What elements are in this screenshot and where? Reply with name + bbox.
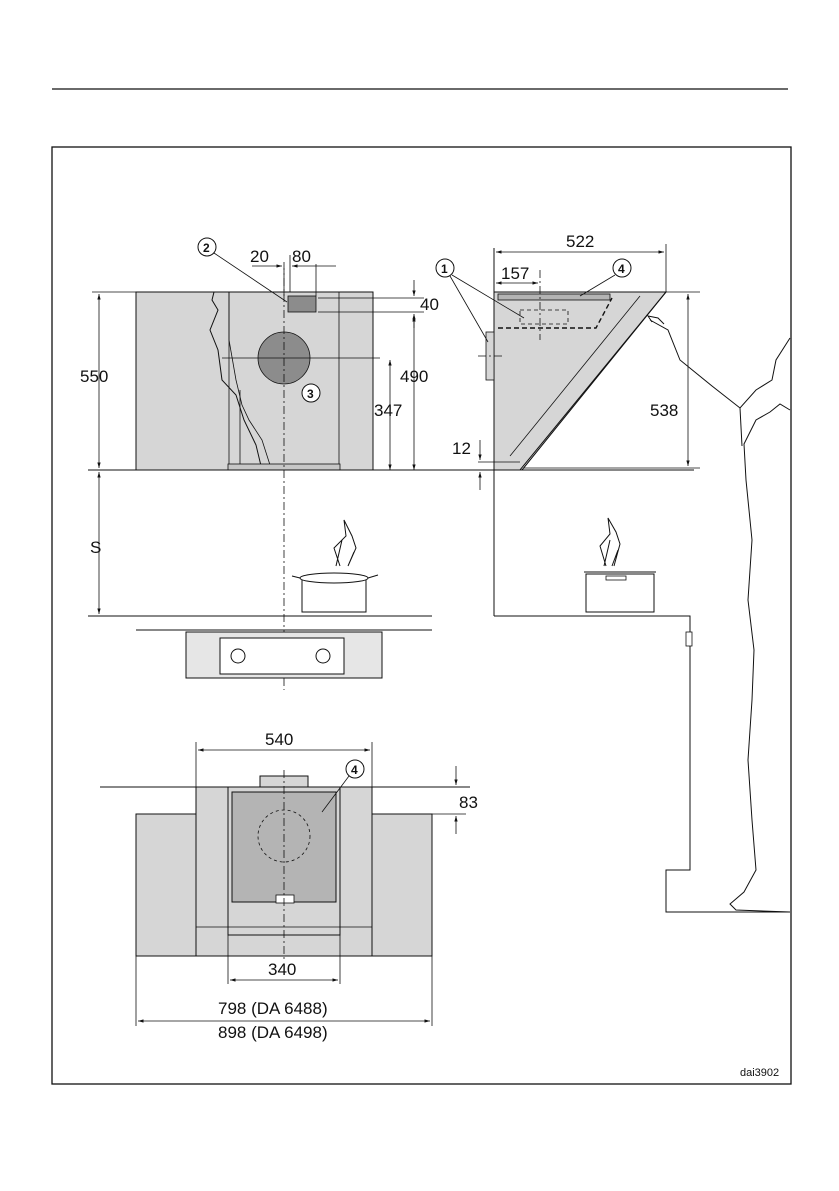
dim-20: 20 <box>250 247 269 266</box>
front-view: 20 80 40 490 347 550 S <box>80 237 694 690</box>
dim-490: 490 <box>400 367 428 386</box>
burner-icon <box>230 648 246 664</box>
dim-550: 550 <box>80 367 108 386</box>
callout-4 <box>612 258 632 278</box>
svg-text:3: 3 <box>307 387 314 401</box>
svg-text:2: 2 <box>203 241 210 255</box>
svg-text:4: 4 <box>351 763 358 777</box>
svg-text:4: 4 <box>618 262 625 276</box>
callout-2 <box>197 237 217 257</box>
svg-text:1: 1 <box>441 262 448 276</box>
outlet-port <box>287 295 317 313</box>
figure-code: dai3902 <box>740 1067 779 1079</box>
callout-4-bottom <box>345 759 365 779</box>
person-silhouette <box>646 315 791 913</box>
counter-outline <box>494 615 790 913</box>
dim-538: 538 <box>650 401 678 420</box>
pot-icon <box>584 517 656 613</box>
pot-icon <box>291 519 379 613</box>
dim-83: 83 <box>459 793 478 812</box>
dim-340: 340 <box>268 960 296 979</box>
dim-157: 157 <box>501 264 529 283</box>
bottom-view: 540 83 340 798 (DA 6488) 898 (DA 6498) 4 <box>100 730 478 1042</box>
figure-frame <box>51 146 792 1085</box>
burner-icon <box>315 648 331 664</box>
side-view: 522 157 538 12 1 4 <box>435 232 791 913</box>
filter-top <box>497 293 611 301</box>
dim-522: 522 <box>566 232 594 251</box>
dim-347: 347 <box>374 401 402 420</box>
dim-798: 798 (DA 6488) <box>218 999 328 1018</box>
dim-898: 898 (DA 6498) <box>218 1023 328 1042</box>
dim-40: 40 <box>420 295 439 314</box>
dim-80: 80 <box>292 247 311 266</box>
callout-3 <box>301 383 321 403</box>
dim-12: 12 <box>452 439 471 458</box>
callout-1 <box>435 258 455 278</box>
dim-s: S <box>90 538 101 557</box>
dim-540: 540 <box>265 730 293 749</box>
